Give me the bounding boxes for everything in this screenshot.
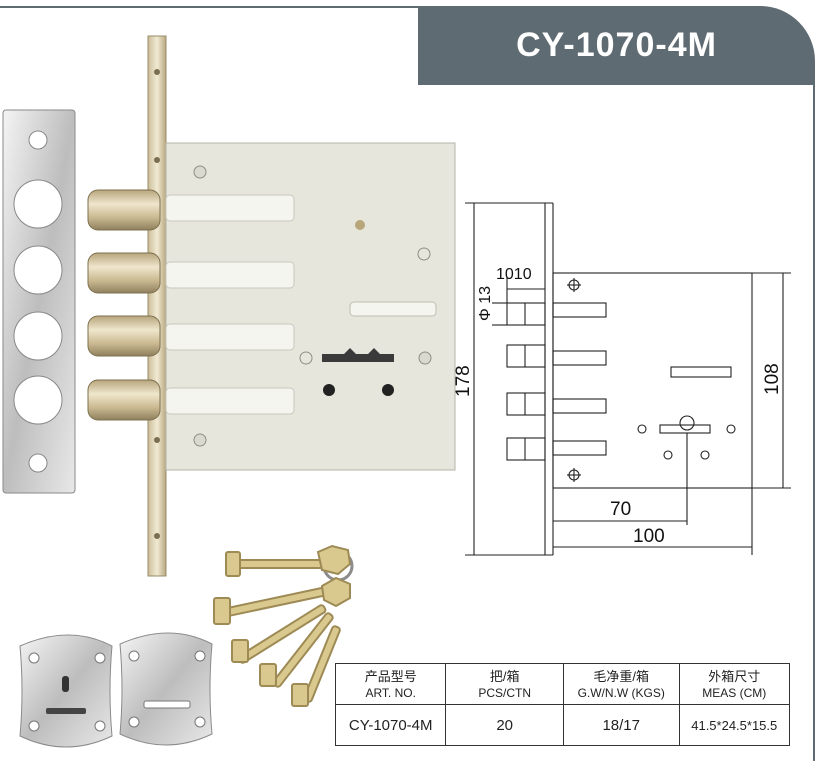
drawing-lines bbox=[465, 202, 791, 556]
cell-meas: 41.5*24.5*15.5 bbox=[678, 704, 790, 746]
cell-art-no: CY-1070-4M bbox=[334, 704, 447, 746]
frame-right-line bbox=[813, 85, 815, 761]
cell-weight: 18/17 bbox=[562, 704, 680, 746]
dim-body-height: 108 bbox=[762, 363, 783, 395]
escutcheon-plates bbox=[19, 632, 213, 748]
dim-faceplate-height: 178 bbox=[455, 365, 474, 397]
lock-body bbox=[165, 142, 456, 471]
dim-case-width: 100 bbox=[633, 526, 665, 547]
lock-bolts bbox=[87, 189, 161, 421]
faceplate bbox=[147, 35, 167, 577]
dim-bolt-diameter: Φ 13 bbox=[477, 286, 494, 321]
table-row: CY-1070-4M 20 18/17 41.5*24.5*15.5 bbox=[334, 704, 790, 746]
cell-pcs-ctn: 20 bbox=[445, 704, 564, 746]
technical-drawing: 1010 Φ 13 178 108 70 100 bbox=[455, 202, 791, 556]
frame-top-line bbox=[0, 6, 420, 8]
title-banner: CY-1070-4M bbox=[418, 6, 815, 85]
product-illustration bbox=[2, 35, 456, 748]
dim-backset: 70 bbox=[610, 499, 631, 520]
strike-plate bbox=[2, 109, 76, 494]
product-title: CY-1070-4M bbox=[516, 26, 717, 64]
key-bundle bbox=[213, 544, 354, 707]
dim-bolt-spacing: 1010 bbox=[496, 266, 532, 283]
